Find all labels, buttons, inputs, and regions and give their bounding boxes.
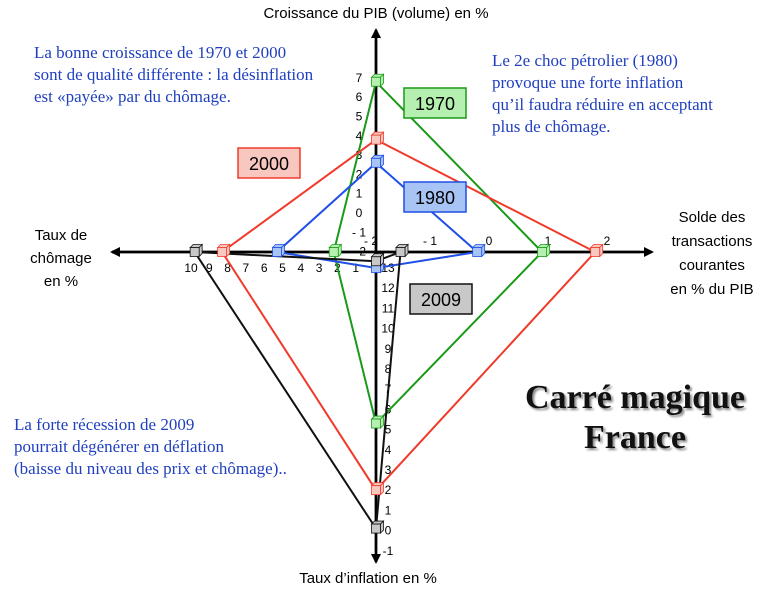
unemployment-tick: 8 — [224, 261, 231, 275]
balance-tick: - 1 — [423, 234, 437, 248]
data-point-cube — [370, 415, 385, 430]
data-point-cube — [370, 154, 385, 169]
inflation-tick: -1 — [383, 544, 394, 558]
series-label-box-1970 — [403, 87, 467, 119]
inflation-tick: 1 — [385, 503, 392, 517]
series-label-2000: 2000 — [249, 154, 289, 174]
unemployment-tick: 4 — [297, 261, 304, 275]
unemployment-tick: 10 — [184, 261, 198, 275]
data-point-cube — [216, 243, 231, 258]
data-point-cube — [395, 243, 409, 258]
growth-tick: - 1 — [352, 225, 366, 239]
series-label-1970: 1970 — [415, 94, 455, 114]
growth-tick: 2 — [356, 167, 363, 181]
inflation-tick: 8 — [385, 362, 392, 376]
inflation-tick: 3 — [385, 463, 392, 477]
balance-tick: - 2 — [364, 234, 378, 248]
growth-tick: 6 — [356, 90, 363, 104]
data-point-cube — [536, 243, 551, 258]
data-point-cube — [328, 243, 343, 258]
data-point-cube — [370, 131, 385, 146]
unemployment-tick: 3 — [316, 261, 323, 275]
series-label-1980: 1980 — [415, 188, 455, 208]
growth-tick: 4 — [356, 129, 363, 143]
data-point-cube — [370, 520, 385, 535]
data-point-cube — [370, 252, 385, 267]
inflation-axis-title: Taux d’inflation en % — [299, 570, 437, 587]
growth-tick: 0 — [356, 206, 363, 220]
series-label-box-2009 — [409, 283, 473, 315]
annotation-bottom-left: La forte récession de 2009 pourrait dégé… — [14, 415, 287, 478]
growth-tick: 1 — [356, 187, 363, 201]
growth-tick: 7 — [356, 71, 363, 85]
growth-axis-title: Croissance du PIB (volume) en % — [263, 5, 488, 22]
series-label-2009: 2009 — [421, 290, 461, 310]
balance-tick: 2 — [604, 234, 611, 248]
unemployment-tick: 9 — [206, 261, 213, 275]
inflation-tick: 0 — [385, 524, 392, 538]
inflation-tick: 13 — [381, 261, 395, 275]
inflation-tick: 9 — [385, 342, 392, 356]
data-point-cube — [189, 243, 204, 258]
inflation-tick: 4 — [385, 443, 392, 457]
inflation-tick: 10 — [381, 322, 395, 336]
balance-tick: 0 — [486, 234, 493, 248]
chart-title: Carré magique France — [524, 379, 745, 456]
unemployment-tick: 1 — [352, 261, 359, 275]
unemployment-tick: 7 — [243, 261, 250, 275]
inflation-tick: 2 — [385, 483, 392, 497]
data-point-cube — [370, 73, 385, 88]
inflation-tick: 11 — [382, 301, 395, 315]
series-label-box-1980 — [403, 181, 467, 213]
annotation-top-right: Le 2e choc pétrolier (1980) provoque une… — [492, 51, 713, 136]
series-polygon-2009 — [192, 250, 402, 532]
data-point-cube — [471, 243, 486, 258]
inflation-tick: 12 — [381, 281, 395, 295]
data-point-cube — [370, 481, 385, 496]
data-point-cube — [589, 243, 604, 258]
series-label-box-2000 — [237, 147, 301, 179]
unemployment-tick: 6 — [261, 261, 268, 275]
growth-tick: 5 — [356, 110, 363, 124]
growth-tick: - 2 — [352, 245, 366, 259]
annotation-top-left: La bonne croissance de 1970 et 2000 sont… — [34, 43, 314, 106]
balance-tick: 1 — [545, 234, 552, 248]
growth-tick: 3 — [356, 148, 363, 162]
inflation-tick: 5 — [385, 423, 392, 437]
inflation-tick: 6 — [385, 402, 392, 416]
unemployment-tick: 5 — [279, 261, 286, 275]
data-point-cube — [271, 243, 286, 258]
